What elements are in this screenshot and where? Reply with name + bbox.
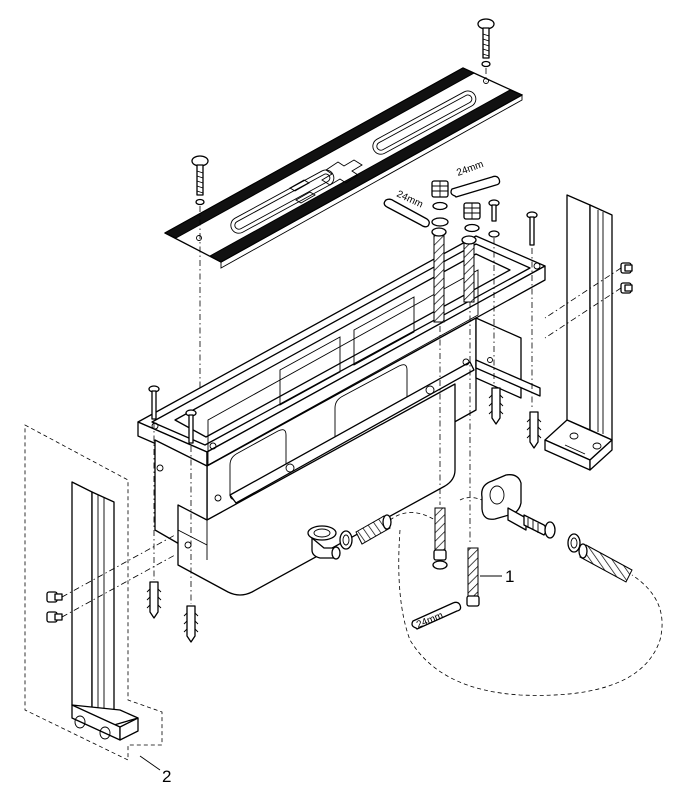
support-bracket-right [544,194,613,471]
connection-nut [463,202,481,233]
braided-hose [431,227,447,323]
wrench-icon: 24mm [450,159,501,198]
waste-hose [578,543,633,583]
braided-hose [466,547,480,607]
wall-plug [488,387,504,425]
wall-plug [183,605,199,643]
connection-nut [431,180,449,227]
cover-screw-right [477,18,495,68]
hose-clamp [567,533,581,553]
cover-screw-left [191,155,209,206]
installation-box [137,235,546,596]
wall-plug [526,411,542,449]
drain-fitting [307,525,341,560]
wrench-icon: 24mm [383,189,430,228]
wrench-icon: 24mm [411,601,462,631]
housing-screw [526,211,538,246]
hex-bolt [46,591,63,603]
waste-hose [355,514,392,545]
support-bracket-left-inset [24,424,163,761]
callout-bracket: 2 [162,767,171,786]
hex-bolt [620,262,633,274]
braided-hose [461,235,477,303]
wrench-size-label: 24mm [455,159,485,179]
cover-plate-slot [372,90,477,155]
hex-bolt [46,611,63,623]
hex-bolt [620,282,633,294]
connector-elbow [481,474,556,539]
housing-screw [148,385,160,420]
hose-clamp [339,530,353,550]
cover-plate [163,67,524,269]
braided-hose [432,507,448,570]
wall-plug [146,581,162,619]
callout-hose: 1 [505,567,514,586]
small-screw [488,199,500,238]
housing-screw [185,409,197,444]
